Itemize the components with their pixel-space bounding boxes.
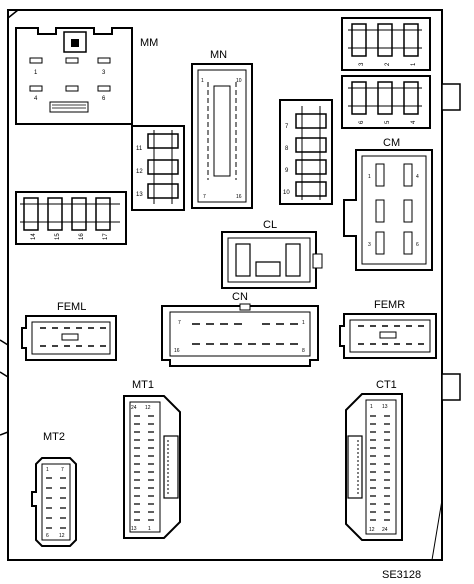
fuse-16: 16	[79, 233, 85, 240]
cn-pin-1: 1	[302, 320, 305, 326]
connector-ct1: 1 13 12 24	[345, 393, 403, 541]
mt1-pin-12: 12	[145, 405, 151, 411]
mt2-pin-1: 1	[46, 467, 49, 473]
mn-pin-10: 10	[236, 78, 242, 84]
ct1-pin-13: 13	[382, 404, 388, 410]
fuse-14: 14	[31, 233, 37, 240]
mm-pin-4: 4	[34, 96, 38, 102]
connector-cl	[221, 231, 323, 289]
cn-label: CN	[232, 291, 248, 303]
mt2-pin-6: 6	[46, 533, 49, 539]
fuse-13: 13	[136, 192, 143, 198]
mn-pin-1: 1	[201, 78, 204, 84]
fuse-11: 11	[136, 146, 143, 152]
cn-pin-8: 8	[302, 348, 305, 354]
fuse-group-top-right-b: 6 5 4	[341, 75, 431, 129]
mm-label: MM	[140, 37, 158, 49]
connector-mt1: 24 12 13 1	[123, 395, 181, 539]
mn-pin-7: 7	[203, 194, 206, 200]
connector-cm: 1 4 3 6	[343, 149, 433, 271]
fuse-2: 2	[385, 62, 391, 66]
fuse-10: 10	[283, 190, 290, 196]
mt2-pin-12: 12	[59, 533, 65, 539]
cn-pin-16: 16	[174, 348, 180, 354]
connector-femr	[339, 313, 437, 359]
connector-mt2: 1 7 6 12	[31, 457, 77, 547]
fuse-7: 7	[285, 124, 289, 130]
cl-label: CL	[263, 219, 277, 231]
mt1-label: MT1	[132, 379, 154, 391]
connector-feml	[21, 315, 117, 361]
mt1-pin-24: 24	[131, 405, 137, 411]
mn-pin-16: 16	[236, 194, 242, 200]
fuse-1: 1	[411, 62, 417, 66]
mt1-pin-13: 13	[131, 526, 137, 532]
feml-label: FEML	[57, 301, 86, 313]
ct1-pin-24: 24	[382, 527, 388, 533]
fuse-12: 12	[136, 169, 143, 175]
mt2-label: MT2	[43, 431, 65, 443]
mt2-pin-7: 7	[61, 467, 64, 473]
femr-label: FEMR	[374, 299, 405, 311]
ct1-pin-12: 12	[369, 527, 375, 533]
cm-pin-4: 4	[416, 174, 419, 180]
mt1-pin-1: 1	[148, 526, 151, 532]
reference-code: SE3128	[382, 569, 421, 581]
fuse-4: 4	[411, 120, 417, 124]
cm-pin-1: 1	[368, 174, 371, 180]
fuse-8: 8	[285, 146, 289, 152]
fuse-3: 3	[359, 62, 365, 66]
cn-pin-7: 7	[178, 320, 181, 326]
fuse-group-vertical-right: 7 8 9 10	[279, 99, 333, 205]
fuse-group-top-right-a: 3 2 1	[341, 17, 431, 71]
mn-label: MN	[210, 49, 227, 61]
connector-cn: 7 1 16 8	[161, 303, 319, 367]
fuse-6: 6	[359, 120, 365, 124]
mm-pin-1: 1	[34, 70, 38, 76]
fuse-group-bottom-left: 14 15 16 17	[15, 191, 127, 245]
connector-mn: 1 7 10 16	[191, 63, 253, 209]
fuse-5: 5	[385, 120, 391, 124]
fuse-15: 15	[55, 233, 61, 240]
ct1-pin-1: 1	[370, 404, 373, 410]
fuse-group-vertical-left: 11 12 13	[131, 125, 185, 211]
cm-pin-6: 6	[416, 242, 419, 248]
cm-pin-3: 3	[368, 242, 371, 248]
fuse-17: 17	[103, 233, 109, 240]
housing-outline	[0, 9, 461, 561]
ct1-label: CT1	[376, 379, 397, 391]
fuse-9: 9	[285, 168, 289, 174]
connector-mm: 1 3 4 6	[15, 27, 133, 125]
mm-pin-6: 6	[102, 96, 106, 102]
cm-label: CM	[383, 137, 400, 149]
mm-pin-3: 3	[102, 70, 106, 76]
